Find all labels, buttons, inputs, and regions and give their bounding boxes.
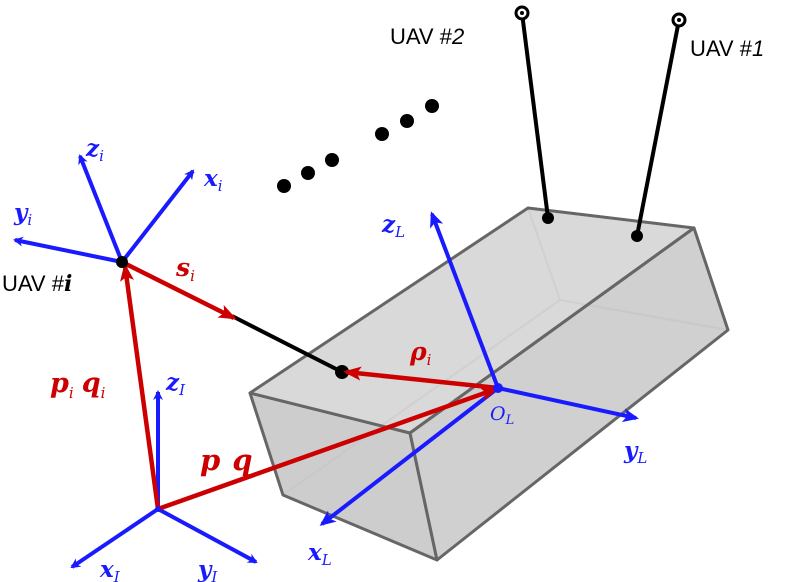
label-rho-i: ρi xyxy=(409,337,432,369)
label-y-I: yI xyxy=(197,556,218,582)
label-z-i: zi xyxy=(85,135,104,165)
ellipsis-dot xyxy=(277,179,291,193)
xI-axis xyxy=(70,507,160,569)
attach-point-uav2 xyxy=(542,212,554,224)
load-box-side-face xyxy=(408,226,730,562)
inertial-frame-axes xyxy=(70,390,258,569)
load-origin xyxy=(493,383,503,393)
vector-s xyxy=(120,259,237,321)
vector-p xyxy=(157,386,499,512)
label-x-i: xi xyxy=(203,165,223,195)
label-z-L: zL xyxy=(381,211,405,241)
vector-rho xyxy=(343,366,499,391)
cable-uavi xyxy=(231,314,343,374)
uav-i-frame-axes xyxy=(13,154,195,264)
yL-axis xyxy=(497,386,639,423)
yi-axis xyxy=(13,236,123,264)
xL-axis xyxy=(319,386,500,526)
label-uav1: UAV #1 xyxy=(690,36,764,61)
label-s-i: si xyxy=(175,253,195,285)
label-uav2: UAV #2 xyxy=(390,24,464,49)
ellipsis-dot xyxy=(301,166,315,180)
uav1-node-center xyxy=(677,18,681,22)
label-y-L: yL xyxy=(623,437,647,467)
ellipsis-dot xyxy=(400,114,414,128)
position-vectors xyxy=(120,259,499,512)
load-frame-axes xyxy=(319,211,639,526)
label-uav-i: UAV #i xyxy=(2,271,72,297)
yI-axis xyxy=(157,507,258,564)
ellipsis-dot xyxy=(375,127,389,141)
label-x-L: xL xyxy=(307,539,332,569)
cables xyxy=(231,5,687,379)
ellipsis-dot xyxy=(325,153,339,167)
uav-i-node xyxy=(116,256,128,268)
vector-p-i xyxy=(120,263,161,510)
ellipsis-dots xyxy=(277,99,439,193)
label-x-I: xI xyxy=(99,556,121,582)
zL-axis xyxy=(430,211,500,389)
load-box xyxy=(248,206,730,562)
inertial-origin xyxy=(155,506,161,512)
uav2-node-center xyxy=(520,11,524,15)
label-z-I: zI xyxy=(165,369,186,399)
label-origin-L: OL xyxy=(490,403,514,428)
attach-point-uav1 xyxy=(631,230,643,242)
xi-axis xyxy=(120,169,195,264)
label-y-i: yi xyxy=(13,199,32,229)
cable-uav2 xyxy=(520,12,550,219)
ellipsis-dot xyxy=(425,99,439,113)
zi-axis xyxy=(78,154,124,263)
cable-uav1 xyxy=(635,19,681,237)
